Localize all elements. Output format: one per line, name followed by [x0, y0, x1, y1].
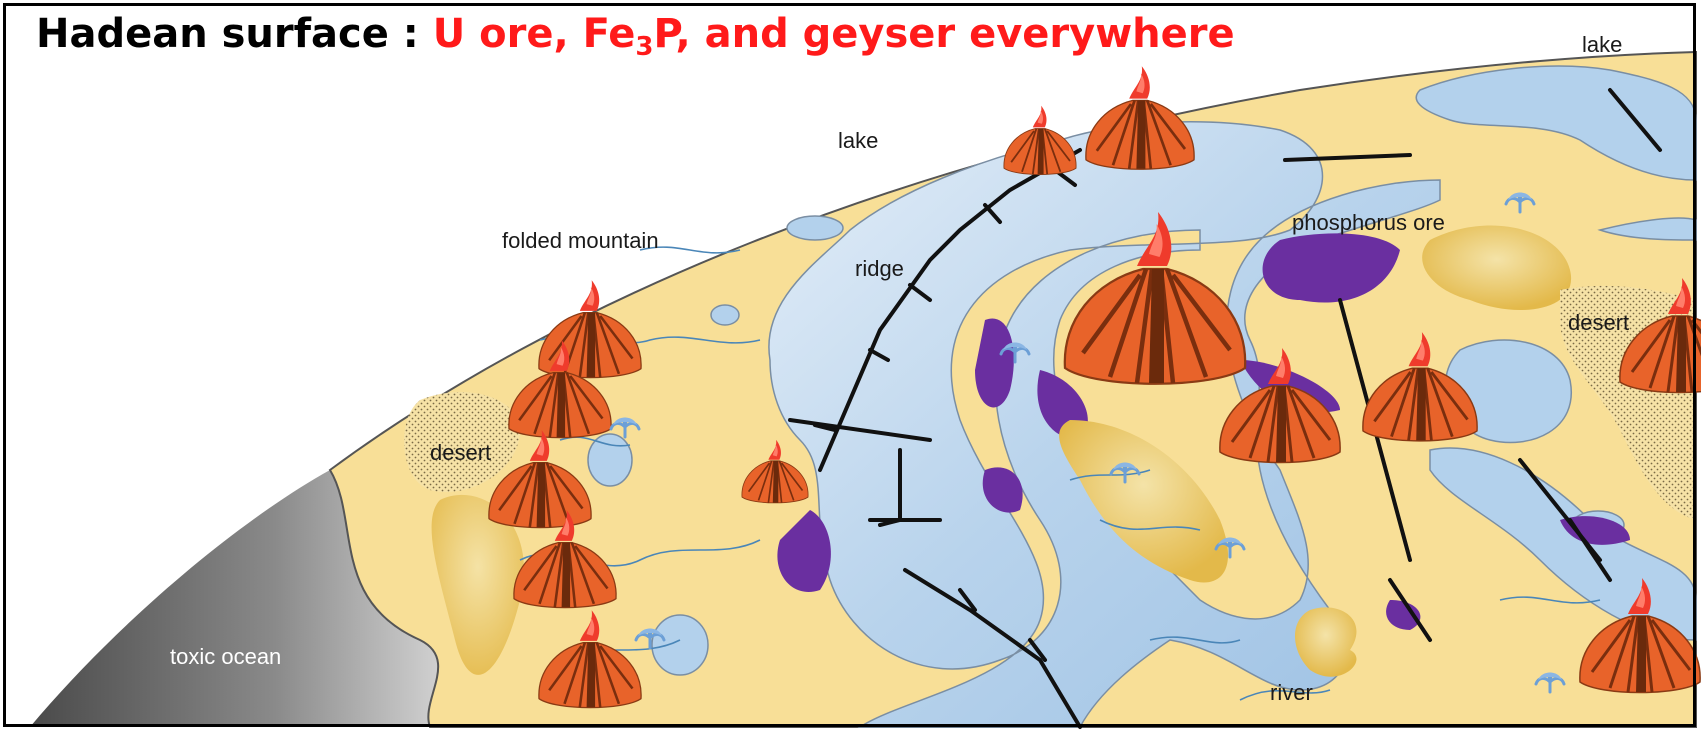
title-part2: P, and geyser everywhere	[654, 11, 1235, 57]
title-prefix: Hadean surface :	[36, 11, 433, 57]
title-subscript: 3	[635, 32, 653, 62]
diagram-title: Hadean surface : U ore, Fe3P, and geyser…	[36, 10, 1235, 58]
title-highlight: U ore, Fe3P, and geyser everywhere	[433, 11, 1235, 57]
figure-frame	[3, 3, 1696, 727]
title-part1: U ore, Fe	[433, 11, 636, 57]
